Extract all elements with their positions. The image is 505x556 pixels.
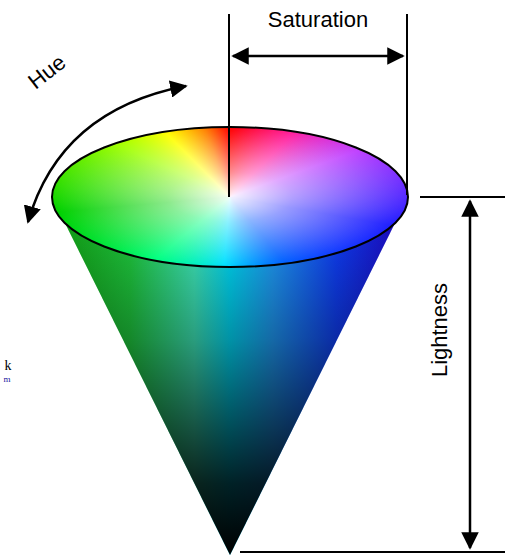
axis-label: Lightness (429, 283, 451, 377)
axis-label: Hue (24, 51, 69, 93)
axis-label: Saturation (268, 9, 368, 31)
lightness-bracket (240, 551, 505, 553)
saturation-arrow (233, 55, 403, 58)
lightness-bracket (420, 196, 505, 198)
radius-line (228, 14, 230, 197)
saturation-bracket (406, 14, 408, 195)
text-fragment: k (5, 359, 12, 373)
hue-arrow (28, 86, 186, 222)
lightness-arrow (469, 201, 472, 548)
text-fragment: m (3, 375, 10, 384)
